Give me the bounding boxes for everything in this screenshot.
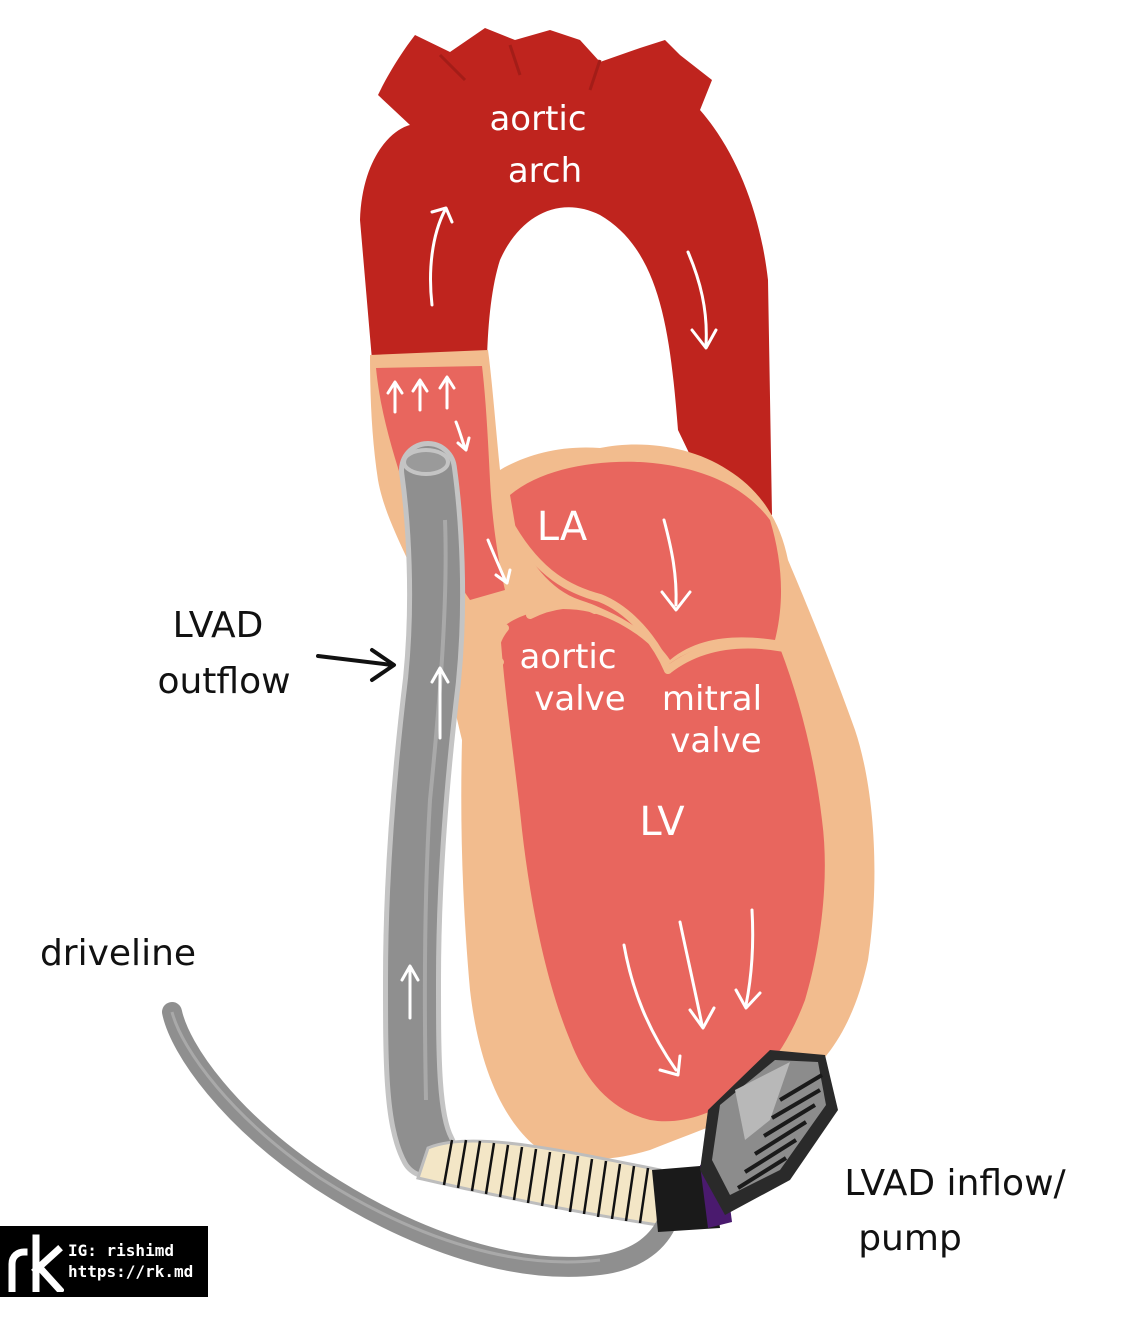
label-mitral-valve-line2: valve <box>670 721 761 761</box>
watermark-badge: IG: rishimd https://rk.md <box>0 1226 208 1297</box>
label-mitral-valve-line1: mitral <box>662 679 762 719</box>
lvad-outflow-graft <box>383 441 466 1179</box>
label-lvad-outflow-line2: outflow <box>157 661 290 702</box>
arrow-outflow-lower <box>400 964 420 1020</box>
arrows-lv-apex <box>622 908 762 1077</box>
label-lvad-outflow-line1: LVAD <box>173 605 264 646</box>
arrow-outflow-upper <box>430 666 450 740</box>
outflow-pointer-arrow <box>316 648 396 682</box>
label-aortic-valve-line2: valve <box>534 679 625 719</box>
watermark-website: https://rk.md <box>68 1262 194 1281</box>
arrow-la-to-lv <box>660 518 692 612</box>
aortic-arch <box>360 28 772 515</box>
valve-leaflets <box>491 524 789 674</box>
lvad-pump <box>652 1050 838 1232</box>
label-lv: LV <box>639 799 685 845</box>
left-ventricle <box>500 609 825 1122</box>
watermark-text: IG: rishimd https://rk.md <box>68 1240 193 1282</box>
flow-arrows <box>386 206 762 1077</box>
rk-logo-icon <box>8 1234 64 1292</box>
label-lvad-inflow-line1: LVAD inflow/ <box>844 1163 1066 1204</box>
watermark-instagram: IG: rishimd <box>68 1241 174 1260</box>
driveline <box>162 1002 678 1277</box>
arrow-ascending-aorta <box>429 206 454 307</box>
label-aortic-arch-line1: aortic <box>489 99 586 139</box>
label-aortic-arch-line2: arch <box>508 151 582 191</box>
label-driveline: driveline <box>40 933 196 974</box>
left-atrium <box>510 461 782 660</box>
arrow-descending-aorta <box>686 250 718 350</box>
arrow-la-to-aortic <box>486 538 512 585</box>
arrows-aortic-root <box>386 375 471 452</box>
label-lvad-inflow-line2: pump <box>858 1218 962 1259</box>
label-aortic-valve-line1: aortic <box>519 637 616 677</box>
label-la: LA <box>537 504 588 550</box>
graft-band <box>416 1139 662 1227</box>
